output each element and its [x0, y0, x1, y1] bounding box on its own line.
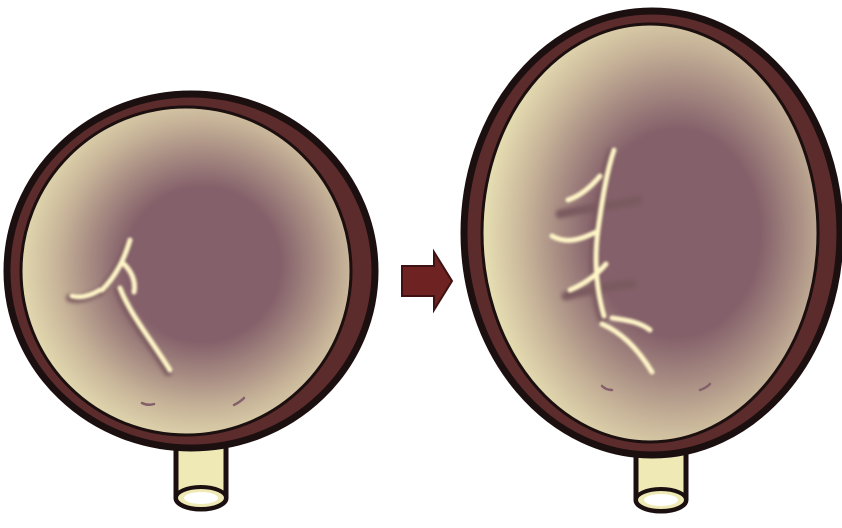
sac-after [464, 11, 840, 511]
sac-lumen-after [482, 24, 818, 442]
sac-lumen-before [21, 107, 351, 435]
sac-before [7, 94, 375, 509]
right-arrow-icon [402, 252, 452, 310]
